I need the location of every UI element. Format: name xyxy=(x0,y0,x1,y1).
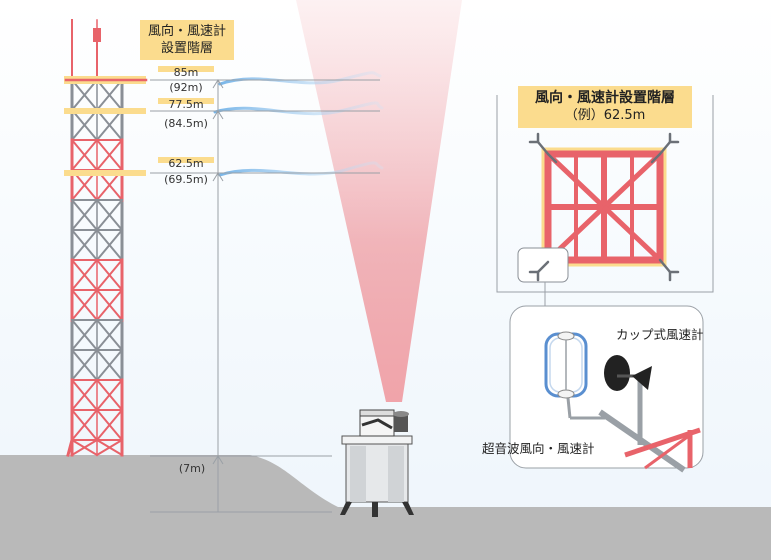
tower-member xyxy=(95,378,124,412)
tower-member xyxy=(95,438,124,457)
height-77-sub: (84.5m) xyxy=(164,117,208,130)
tower-label-line1: 風向・風速計 xyxy=(148,24,227,39)
tower-member xyxy=(95,258,124,292)
tower-member xyxy=(70,228,99,262)
tower-member xyxy=(70,198,99,232)
tower-member xyxy=(70,108,99,142)
ground xyxy=(0,455,771,560)
tower-member xyxy=(70,438,99,457)
tower-member xyxy=(70,378,99,412)
tower xyxy=(64,19,148,457)
tower-member xyxy=(95,318,124,352)
tower-member xyxy=(70,78,99,112)
tower-member xyxy=(95,108,124,142)
tower-member xyxy=(70,408,99,442)
cup-anemometer-label: カップ式風速計 xyxy=(616,327,704,342)
tower-member xyxy=(95,198,124,232)
height-lines xyxy=(150,79,380,513)
tower-member xyxy=(95,228,124,262)
tower-leg xyxy=(66,438,74,457)
tower-member xyxy=(95,408,124,442)
tower-member xyxy=(70,348,99,382)
tower-member xyxy=(95,78,124,112)
detail-title: 風向・風速計設置階層 xyxy=(535,90,675,106)
tower-member xyxy=(70,318,99,352)
tower-member xyxy=(95,348,124,382)
ultrasonic-anemometer-label: 超音波風向・風速計 xyxy=(482,441,595,456)
detail-box xyxy=(496,95,714,306)
lidar-beam xyxy=(296,0,462,402)
detail-title-box: 風向・風速計設置階層 （例）62.5m xyxy=(518,86,692,128)
tower-member xyxy=(70,288,99,322)
detail-subtitle: （例）62.5m xyxy=(564,108,646,123)
tower-member xyxy=(95,138,124,172)
tower-member xyxy=(70,138,99,172)
height-77-main: 77.5m xyxy=(158,98,214,111)
lidar-height: (7m) xyxy=(178,462,206,475)
tower-member xyxy=(95,288,124,322)
height-62-sub: (69.5m) xyxy=(164,173,208,186)
zoom-panel xyxy=(509,305,704,473)
tower-label: 風向・風速計 設置階層 xyxy=(140,20,235,60)
height-85-main: 85m xyxy=(158,66,214,79)
tower-member xyxy=(70,258,99,292)
lidar-device xyxy=(340,409,414,517)
height-85-sub: (92m) xyxy=(169,81,203,94)
tower-label-line2: 設置階層 xyxy=(161,41,214,56)
height-62-main: 62.5m xyxy=(158,157,214,170)
